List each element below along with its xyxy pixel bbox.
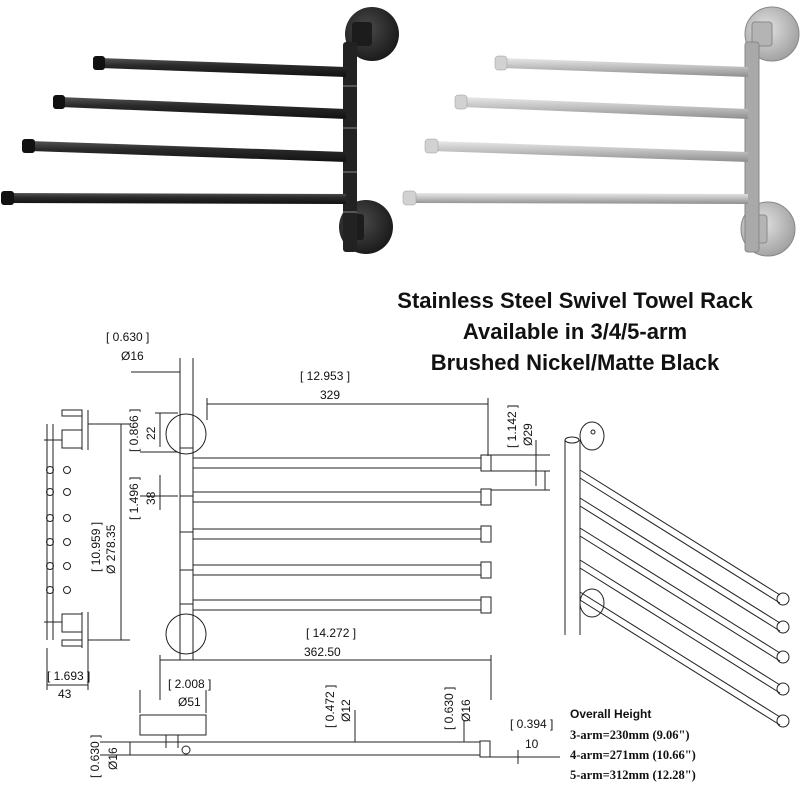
front-view	[131, 358, 550, 700]
height-5-arm: 5-arm=312mm (12.28")	[570, 768, 696, 782]
top-offset-mm: 22	[144, 426, 158, 440]
left-dia-in: [ 0.630 ]	[88, 735, 102, 778]
headline-line-3: Brushed Nickel/Matte Black	[430, 350, 720, 375]
black-pivot-rings	[343, 85, 357, 213]
end-dia-in: [ 0.630 ]	[442, 687, 456, 730]
cap-dia-mm: Ø29	[521, 423, 535, 446]
headline-line-1: Stainless Steel Swivel Towel Rack	[397, 288, 753, 313]
side-view	[44, 409, 130, 690]
base-mm: 43	[58, 687, 72, 701]
headline-line-2: Available in 3/4/5-arm	[462, 319, 688, 344]
overall-height-title: Overall Height	[570, 707, 652, 721]
span-mm: 362.50	[304, 645, 341, 659]
arm-spacing-mm: 38	[144, 491, 158, 505]
nickel-arm-4	[402, 190, 748, 206]
black-pivot-post	[343, 42, 357, 252]
left-dia-mm: Ø16	[106, 747, 120, 770]
black-wall-mount-top	[345, 7, 399, 61]
arm-spacing-in: [ 1.496 ]	[127, 477, 141, 520]
flange-dia-mm: Ø51	[178, 695, 201, 709]
height-mm: Ø 278.35	[104, 524, 118, 574]
black-arm-2	[53, 95, 346, 119]
end-dia-mm: Ø16	[459, 699, 473, 722]
perspective-view	[564, 421, 790, 728]
height-4-arm: 4-arm=271mm (10.66")	[570, 748, 696, 762]
dimension-labels: [ 0.630 ] Ø16 [ 12.953 ] 329 [ 0.866 ] 2…	[47, 330, 553, 778]
technical-drawing	[44, 358, 790, 764]
nickel-arm-1	[494, 55, 748, 77]
height-in: [ 10.959 ]	[89, 522, 103, 572]
overall-height-box: Overall Height 3-arm=230mm (9.06") 4-arm…	[570, 707, 798, 785]
nickel-pivot-post	[744, 41, 760, 253]
nickel-arm-3	[424, 138, 748, 162]
span-in: [ 14.272 ]	[306, 626, 356, 640]
arm-dia-in: [ 0.472 ]	[323, 685, 337, 728]
rod-dia-mm: Ø16	[121, 349, 144, 363]
product-headline: Stainless Steel Swivel Towel Rack Availa…	[360, 285, 790, 378]
top-offset-in: [ 0.866 ]	[127, 409, 141, 452]
brushed-nickel-rack	[402, 6, 800, 257]
rod-dia-in: [ 0.630 ]	[106, 330, 149, 344]
cap-dia-in: [ 1.142 ]	[505, 405, 519, 448]
top-view	[100, 690, 560, 764]
arm-length-in: [ 12.953 ]	[300, 369, 350, 383]
tip-in: [ 0.394 ]	[510, 717, 553, 731]
arm-length-mm: 329	[320, 388, 340, 402]
black-arm-4	[1, 191, 346, 205]
base-in: [ 1.693 ]	[47, 669, 90, 683]
black-arm-3	[22, 139, 346, 162]
nickel-arm-2	[454, 94, 748, 119]
height-3-arm: 3-arm=230mm (9.06")	[570, 728, 690, 742]
tip-mm: 10	[525, 737, 539, 751]
matte-black-rack	[1, 7, 399, 254]
arm-dia-mm: Ø12	[339, 699, 353, 722]
black-arm-1	[93, 56, 346, 77]
flange-dia-in: [ 2.008 ]	[168, 677, 211, 691]
